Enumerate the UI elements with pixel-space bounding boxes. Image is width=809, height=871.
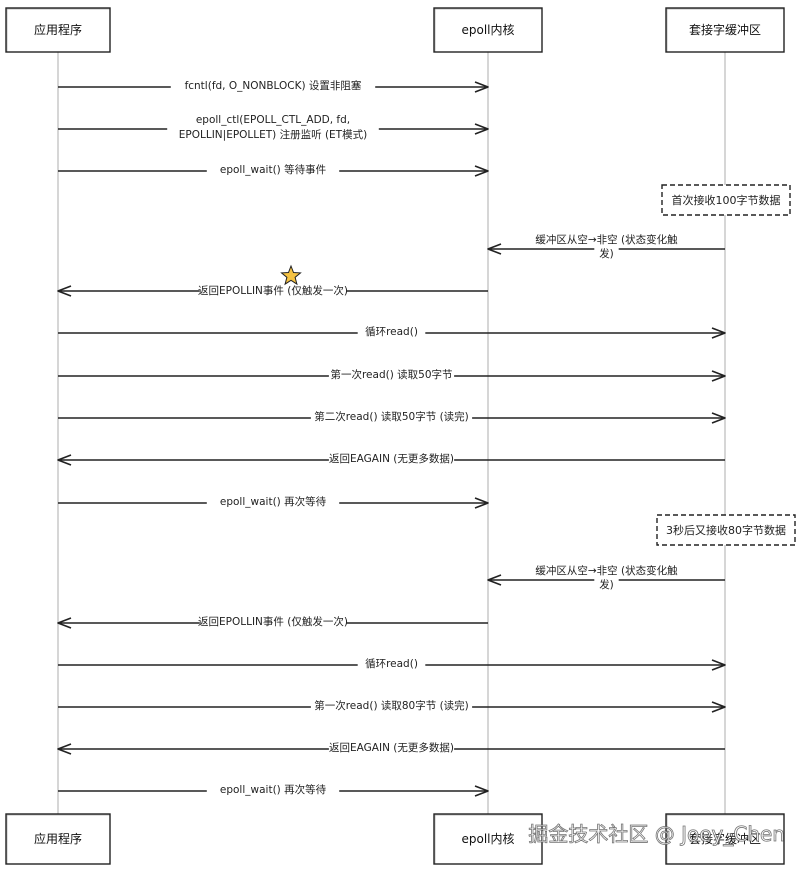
- message-label: 发): [599, 247, 614, 260]
- participant-head-socket: 套接字缓冲区: [665, 7, 785, 53]
- message-label-bg: [167, 128, 379, 142]
- arrowhead: [487, 574, 502, 586]
- participant-box-sketch: [666, 814, 785, 865]
- participant-foot-socket: 套接字缓冲区: [665, 813, 785, 865]
- message-label: 缓冲区从空→非空 (状态变化触: [535, 233, 678, 246]
- participant-box-sketch: [6, 814, 111, 865]
- message-label-bg: [310, 410, 473, 424]
- arrowhead: [57, 454, 72, 466]
- message-label: 第一次read() 读取50字节: [330, 368, 452, 381]
- message-label: epoll_wait() 等待事件: [220, 163, 326, 176]
- note-text: 首次接收100字节数据: [672, 193, 781, 207]
- arrowhead: [711, 659, 726, 671]
- message-label-bg: [199, 284, 347, 298]
- message-label: 第一次read() 读取80字节 (读完): [314, 699, 469, 712]
- participant-foot-kernel: epoll内核: [433, 813, 543, 865]
- note-box: [656, 514, 796, 546]
- participant-box-sketch: [6, 8, 111, 53]
- participant-label: 应用程序: [34, 831, 82, 846]
- arrowhead: [57, 743, 72, 755]
- participant-box: [5, 7, 111, 53]
- participant-foot-app: 应用程序: [5, 813, 111, 865]
- arrowhead: [711, 370, 726, 382]
- message-label: EPOLLIN|EPOLLET) 注册监听 (ET模式): [179, 128, 367, 141]
- message-label-bg: [357, 657, 426, 671]
- message-label: fcntl(fd, O_NONBLOCK) 设置非阻塞: [185, 79, 362, 92]
- arrowhead: [57, 617, 72, 629]
- message-label-bg: [206, 163, 340, 177]
- participant-label: epoll内核: [461, 832, 514, 846]
- message-label: 返回EAGAIN (无更多数据): [329, 741, 454, 754]
- star-icon: [280, 264, 302, 286]
- participant-label: epoll内核: [461, 23, 514, 37]
- participant-box-sketch: [434, 814, 543, 865]
- message-label-bg: [206, 783, 340, 797]
- message-label-bg: [167, 113, 379, 127]
- arrowhead: [474, 81, 489, 93]
- message-label: 缓冲区从空→非空 (状态变化触: [535, 564, 678, 577]
- arrowhead: [474, 165, 489, 177]
- message-label-bg: [170, 79, 376, 93]
- message-label: 返回EAGAIN (无更多数据): [329, 452, 454, 465]
- message-label-bg: [328, 741, 455, 755]
- message-label: 发): [599, 578, 614, 591]
- arrowhead: [711, 327, 726, 339]
- participant-head-app: 应用程序: [5, 7, 111, 53]
- message-label-bg: [594, 247, 619, 261]
- message-label-bg: [328, 452, 455, 466]
- message-label: 返回EPOLLIN事件 (仅触发一次): [198, 615, 348, 628]
- message-label: 返回EPOLLIN事件 (仅触发一次): [198, 284, 348, 297]
- arrowhead: [487, 243, 502, 255]
- participant-box-sketch: [666, 8, 785, 53]
- participant-box: [433, 7, 543, 53]
- message-label-bg: [310, 699, 473, 713]
- participant-label: 套接字缓冲区: [689, 22, 761, 37]
- arrowhead: [711, 412, 726, 424]
- message-label-bg: [594, 578, 619, 592]
- note-text: 3秒后又接收80字节数据: [666, 523, 786, 537]
- participant-label: 套接字缓冲区: [689, 831, 761, 846]
- watermark: 掘金技术社区 @ Joey_Chen: [528, 822, 785, 846]
- message-label: epoll_ctl(EPOLL_CTL_ADD, fd,: [196, 114, 350, 126]
- participant-box: [5, 813, 111, 865]
- participant-head-kernel: epoll内核: [433, 7, 543, 53]
- arrowhead: [474, 123, 489, 135]
- participant-box-sketch: [434, 8, 543, 53]
- message-label: 第二次read() 读取50字节 (读完): [314, 410, 469, 423]
- message-label: epoll_wait() 再次等待: [220, 783, 327, 796]
- arrowhead: [711, 701, 726, 713]
- message-label-bg: [328, 368, 455, 382]
- message-label: 循环read(): [365, 657, 418, 670]
- message-label-bg: [547, 564, 666, 578]
- message-label-bg: [206, 495, 340, 509]
- note-box: [661, 184, 791, 216]
- participant-label: 应用程序: [34, 22, 82, 37]
- arrowhead: [474, 497, 489, 509]
- message-label-bg: [199, 615, 347, 629]
- message-label: epoll_wait() 再次等待: [220, 495, 327, 508]
- message-label-bg: [357, 325, 426, 339]
- participant-box: [433, 813, 543, 865]
- participant-box: [665, 7, 785, 53]
- arrowhead: [474, 785, 489, 797]
- message-label-bg: [547, 233, 666, 247]
- message-label: 循环read(): [365, 325, 418, 338]
- arrowhead: [57, 285, 72, 297]
